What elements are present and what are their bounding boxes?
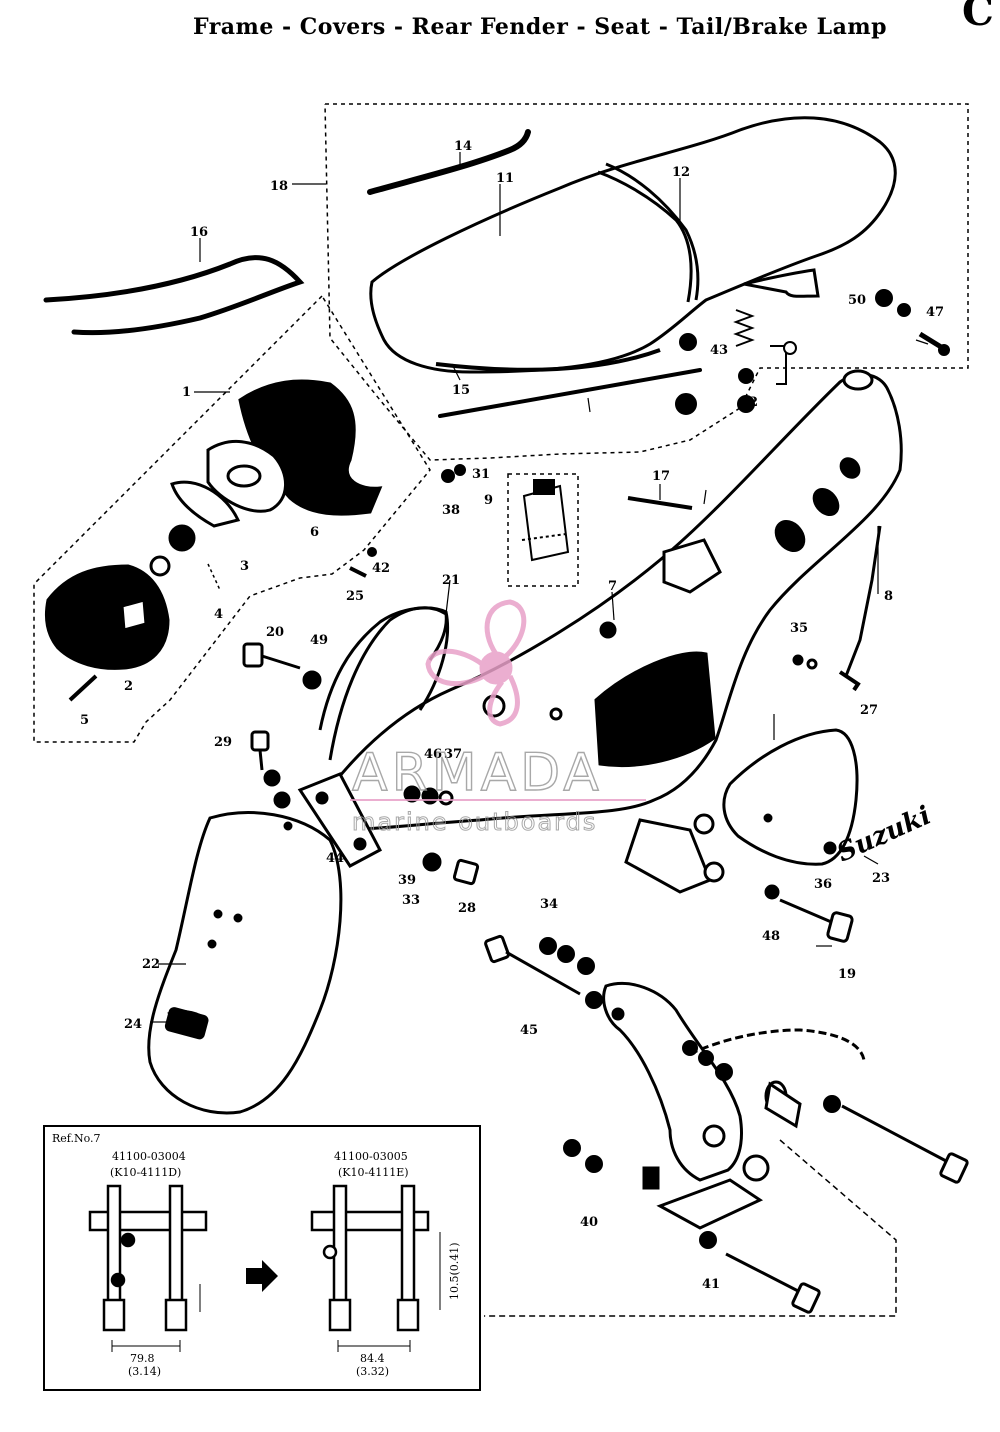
callout-8: 8 [884, 589, 893, 604]
rear-bracket [602, 982, 866, 1230]
callout-18: 18 [270, 179, 288, 194]
callout-31: 31 [472, 467, 490, 482]
callout-3: 3 [240, 559, 249, 574]
inset-dimensions [111, 1232, 441, 1352]
seat-group-box [324, 103, 969, 461]
ref-inset: Ref.No.7 41100-03004 (K10-4111D) 41100-0… [43, 1125, 481, 1391]
watermark-name: ARMADA [352, 743, 603, 803]
callout-40: 40 [580, 1215, 598, 1230]
callout-24: 24 [124, 1017, 142, 1032]
pin-17 [627, 496, 693, 510]
page-title: Frame - Covers - Rear Fender - Seat - Ta… [192, 14, 888, 40]
bracket-group-box [484, 1139, 897, 1317]
inset-old-width-in: (3.14) [128, 1365, 161, 1378]
inset-new-height: 10.5(0.41) [448, 1242, 461, 1300]
callout-50: 50 [848, 293, 866, 308]
callout-12: 12 [672, 165, 690, 180]
callout-labels: 1 2 3 4 5 6 7 8 9 11 12 14 15 16 17 18 1… [80, 139, 944, 1292]
callout-2: 2 [124, 679, 133, 694]
callout-15: 15 [452, 383, 470, 398]
callout-34: 34 [540, 897, 558, 912]
callout-42: 42 [372, 561, 390, 576]
part-9-box [507, 473, 579, 587]
callout-28: 28 [458, 901, 476, 916]
washers-nuts [539, 937, 841, 1249]
fender-bracket [297, 772, 383, 868]
inset-new-part-code: (K10-4111E) [338, 1166, 409, 1179]
seat-hinge-rod [438, 368, 702, 418]
taillamp-group-box [33, 295, 431, 743]
watermark-subtitle: marine outboards [352, 808, 597, 836]
callout-14: 14 [454, 139, 472, 154]
watermark: ARMADA marine outboards [350, 599, 646, 837]
inset-arrow [246, 1260, 278, 1292]
callout-35: 35 [790, 621, 808, 636]
callout-36: 36 [814, 877, 832, 892]
callout-6: 6 [310, 525, 319, 540]
stay-rod [838, 525, 882, 692]
long-bolts [484, 934, 969, 1314]
callout-49: 49 [310, 633, 328, 648]
side-cover [722, 728, 859, 866]
callout-4: 4 [214, 607, 223, 622]
callout-11: 11 [496, 171, 514, 186]
seat-assembly [369, 116, 897, 374]
callout-47: 47 [926, 305, 944, 320]
callout-38: 38 [442, 503, 460, 518]
callout-7: 7 [608, 579, 617, 594]
callout-33: 33 [402, 893, 420, 908]
mount-bolts [242, 621, 818, 886]
seat-band [43, 255, 305, 336]
callout-9: 9 [484, 493, 493, 508]
inset-old-width-mm: 79.8 [130, 1352, 155, 1365]
inset-new-width-in: (3.32) [356, 1365, 389, 1378]
inset-old-part-number: 41100-03004 [112, 1150, 186, 1163]
main-frame [328, 369, 903, 894]
inset-new-width-mm: 84.4 [360, 1352, 385, 1365]
callout-17: 17 [652, 469, 670, 484]
inset-old-part-code: (K10-4111D) [110, 1166, 181, 1179]
callout-5: 5 [80, 713, 89, 728]
callout-48: 48 [762, 929, 780, 944]
callout-45: 45 [520, 1023, 538, 1038]
taillamp-assembly [44, 379, 383, 702]
seat-strap [367, 129, 531, 195]
bracket-bushing [764, 1080, 802, 1129]
watermark-propeller-icon [425, 599, 527, 727]
callout-22: 22 [142, 957, 160, 972]
callout-20: 20 [266, 625, 284, 640]
callout-27: 27 [860, 703, 878, 718]
inset-old-bracket [88, 1184, 208, 1332]
leader-lines [150, 152, 929, 1023]
callout-43: 43 [710, 343, 728, 358]
callout-23: 23 [872, 871, 890, 886]
frame-handle [318, 606, 450, 731]
part-9 [521, 479, 570, 562]
callout-1: 1 [182, 385, 191, 400]
callout-21: 21 [442, 573, 460, 588]
corner-mark: C [962, 0, 994, 35]
callout-44: 44 [326, 851, 344, 866]
seat-hardware [675, 289, 950, 415]
callout-32: 32 [740, 395, 758, 410]
callout-37: 37 [444, 747, 462, 762]
callout-39: 39 [398, 873, 416, 888]
callout-19: 19 [838, 967, 856, 982]
callout-29: 29 [214, 735, 232, 750]
small-screws [349, 464, 466, 578]
inset-ref-label: Ref.No.7 [52, 1132, 101, 1145]
side-bolt [764, 884, 854, 943]
inset-new-bracket [310, 1184, 430, 1332]
inset-new-part-number: 41100-03005 [334, 1150, 408, 1163]
rear-fender [147, 811, 343, 1115]
callout-41: 41 [702, 1277, 720, 1292]
callout-46: 46 [424, 747, 442, 762]
callout-16: 16 [190, 225, 208, 240]
callout-25: 25 [346, 589, 364, 604]
